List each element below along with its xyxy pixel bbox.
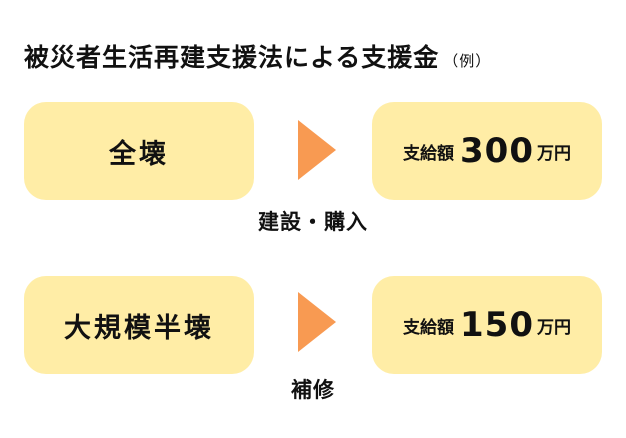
damage-box-full: 全壊 xyxy=(24,102,254,200)
amount-unit: 万円 xyxy=(536,317,571,338)
arrow-right-icon xyxy=(298,120,336,180)
arrow-right-icon xyxy=(298,292,336,352)
title-note: （例） xyxy=(443,52,492,70)
amount-value: 300 xyxy=(460,131,534,171)
damage-label: 大規模半壊 xyxy=(64,312,214,344)
amount-value: 150 xyxy=(460,305,534,345)
title-text: 被災者生活再建支援法による支援金 xyxy=(24,43,440,72)
amount-prefix: 支給額 xyxy=(403,143,454,164)
damage-box-large-half: 大規模半壊 xyxy=(24,276,254,374)
purpose-label: 建設・購入 xyxy=(258,210,368,234)
damage-label: 全壊 xyxy=(109,138,169,170)
page-title: 被災者生活再建支援法による支援金（例） xyxy=(24,38,491,74)
amount-prefix: 支給額 xyxy=(403,317,454,338)
purpose-label: 補修 xyxy=(291,378,335,402)
amount-unit: 万円 xyxy=(536,143,571,164)
